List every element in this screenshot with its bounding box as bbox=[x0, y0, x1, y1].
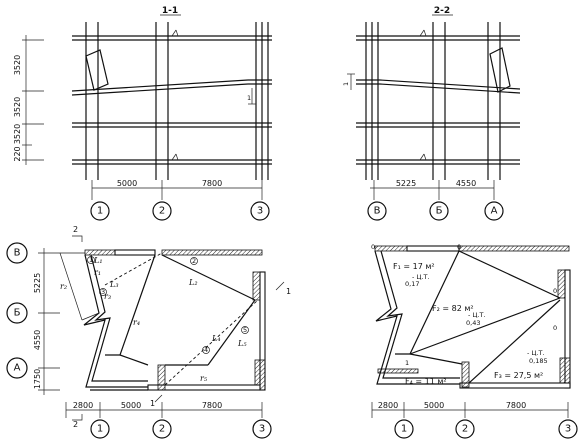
lbl-F3: F₃ = 27,5 м² bbox=[494, 371, 543, 380]
plan-left-row-axes: В Б А bbox=[6, 242, 28, 379]
lbl-ct2: - Ц.Т. bbox=[468, 311, 486, 319]
plan-left-bdim-3: 7800 bbox=[202, 401, 222, 410]
lbl-one: 1 bbox=[405, 359, 409, 367]
section-1-1: 1-1 3520 3520 3520 220 bbox=[13, 6, 272, 221]
cut-mark-1-bottom: 1 bbox=[150, 399, 155, 408]
plan-right-labels: F₁ = 17 м² - Ц.Т. 0,17 F₂ = 82 м² - Ц.Т.… bbox=[371, 243, 557, 386]
sec-left-dim-2: 7800 bbox=[202, 179, 222, 188]
lbl-r1: r₁ bbox=[94, 268, 101, 277]
plan-right-walls bbox=[374, 245, 571, 389]
floor-slabs-right bbox=[356, 35, 521, 165]
section-title-left: 1-1 bbox=[162, 6, 178, 16]
lbl-v3: 0,185 bbox=[529, 357, 548, 365]
lbl-c2: 2 bbox=[192, 257, 196, 265]
sec-left-axis-2: 2 bbox=[159, 206, 165, 217]
section-dims-right: 5225 4550 bbox=[370, 179, 495, 200]
plan-left-inner bbox=[59, 252, 259, 386]
lbl-ct1: - Ц.Т. bbox=[412, 273, 430, 281]
plan-left-cut-marks: 2 2 1 1 bbox=[72, 225, 291, 429]
lbl-c3: 3 bbox=[101, 288, 105, 296]
sec-right-axis-1: В bbox=[374, 206, 381, 217]
sec-right-dim-1: 5225 bbox=[396, 179, 416, 188]
lbl-F4: F₄ = 11 м² bbox=[405, 377, 447, 386]
small-dim-right: 1 bbox=[342, 82, 350, 86]
section-dims-left: 5000 7800 bbox=[91, 179, 263, 200]
plan-left-col-2: 2 bbox=[159, 424, 165, 435]
lbl-c5: 5 bbox=[243, 326, 247, 334]
section-title-right: 2-2 bbox=[434, 6, 450, 16]
elev-dim-4: 220 bbox=[13, 146, 22, 161]
elev-dim-1: 3520 bbox=[13, 55, 22, 75]
lbl-L3: L₃ bbox=[109, 280, 119, 289]
lbl-r2: r₂ bbox=[60, 282, 67, 291]
lbl-z4: 0 bbox=[553, 324, 557, 332]
plan-left-labels: r₂ r₁ L₁ 1 3 L₃ r₃ r₄ 2 L₂ 5 L₅ 4 L₄ r₅ bbox=[60, 256, 249, 383]
plan-left-col-1: 1 bbox=[97, 424, 103, 435]
plan-vdim-3: 1750 bbox=[33, 369, 42, 389]
lbl-L5: L₅ bbox=[237, 339, 247, 348]
plan-right-bdim-3: 7800 bbox=[506, 401, 526, 410]
plan-right-col-3: 3 bbox=[565, 424, 571, 435]
lbl-F1: F₁ = 17 м² bbox=[393, 262, 435, 271]
plan-left-col-3: 3 bbox=[259, 424, 265, 435]
elevation-dimension: 3520 3520 3520 220 bbox=[13, 35, 44, 165]
plan-right-bottom-dims: 2800 5000 7800 bbox=[371, 401, 569, 418]
lbl-z3: 0 bbox=[553, 287, 557, 295]
plan-row-axis-v: В bbox=[14, 248, 21, 259]
lbl-v1: 0,17 bbox=[405, 280, 419, 288]
plan-right-bdim-2: 5000 bbox=[424, 401, 444, 410]
sec-right-axis-2: Б bbox=[436, 206, 443, 217]
columns-right: 1 bbox=[342, 22, 511, 180]
lbl-c1: 1 bbox=[89, 256, 93, 264]
sec-left-axis-3: 3 bbox=[257, 206, 263, 217]
plan-left-vertical-dims: 5225 4550 1750 bbox=[33, 248, 60, 395]
plan-right-inner bbox=[395, 250, 561, 384]
plan-right-col-axes: 1 2 3 bbox=[394, 419, 578, 439]
plan-right-bdim-1: 2800 bbox=[378, 401, 398, 410]
plan-right-col-1: 1 bbox=[401, 424, 407, 435]
section-axes-left: 1 2 3 bbox=[90, 201, 270, 221]
lbl-z2: 0 bbox=[457, 243, 461, 251]
lbl-L1: L₁ bbox=[93, 256, 103, 265]
floor-slabs-left bbox=[71, 35, 272, 165]
columns-left: 1 bbox=[85, 22, 269, 180]
lbl-c4: 4 bbox=[204, 346, 208, 354]
sec-right-dim-2: 4550 bbox=[456, 179, 476, 188]
plan-left-col-axes: 1 2 3 bbox=[90, 419, 272, 439]
plan-left-bottom-dims: 2800 5000 7800 bbox=[65, 401, 263, 418]
sec-left-dim-1: 5000 bbox=[117, 179, 137, 188]
lbl-v2: 0,43 bbox=[466, 319, 480, 327]
plan-row-axis-a: А bbox=[14, 363, 21, 374]
plan-vdim-1: 5225 bbox=[33, 273, 42, 293]
plan-left-bdim-2: 5000 bbox=[121, 401, 141, 410]
plan-left-walls bbox=[83, 249, 266, 391]
lbl-z1: 0 bbox=[371, 243, 375, 251]
sec-right-axis-3: А bbox=[491, 206, 498, 217]
lbl-F2: F₂ = 82 м² bbox=[432, 304, 474, 313]
lbl-r4: r₄ bbox=[133, 318, 140, 327]
elev-dim-3: 3520 bbox=[13, 124, 22, 144]
lbl-L2: L₂ bbox=[188, 278, 198, 287]
cut-mark-2-top: 2 bbox=[73, 225, 78, 234]
lbl-ct3: - Ц.Т. bbox=[527, 349, 545, 357]
lbl-r3: r₃ bbox=[104, 292, 111, 301]
plan-row-axis-b: Б bbox=[14, 308, 21, 319]
plan-left-bdim-1: 2800 bbox=[73, 401, 93, 410]
plan-vdim-2: 4550 bbox=[33, 330, 42, 350]
lbl-r5: r₅ bbox=[200, 374, 208, 383]
plan-right: F₁ = 17 м² - Ц.Т. 0,17 F₂ = 82 м² - Ц.Т.… bbox=[371, 243, 578, 439]
plan-right-col-2: 2 bbox=[462, 424, 468, 435]
elev-dim-2: 3520 bbox=[13, 97, 22, 117]
cut-mark-2-bot: 2 bbox=[73, 420, 78, 429]
lbl-L4: L₄ bbox=[211, 334, 221, 343]
section-axes-right: В Б А bbox=[367, 201, 504, 221]
sec-left-axis-1: 1 bbox=[97, 206, 103, 217]
plan-left: В Б А 5225 4550 1750 bbox=[6, 225, 291, 439]
cut-mark-1-right: 1 bbox=[286, 287, 291, 296]
small-dim-left: 1 bbox=[247, 94, 251, 102]
section-2-2: 2-2 1 5225 4550 bbox=[342, 6, 521, 221]
